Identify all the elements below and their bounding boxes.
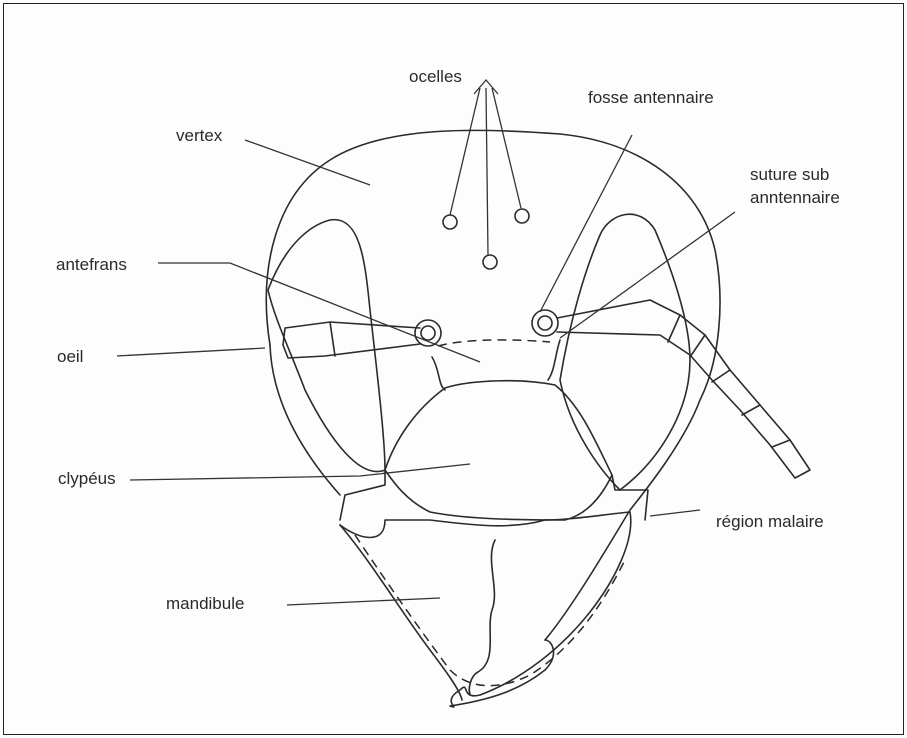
label-mandibule: mandibule [166, 594, 244, 613]
head-capsule-outline [266, 130, 720, 640]
leader-mandibule [287, 598, 440, 605]
mandible-inner-edge [469, 540, 495, 694]
mandible-left-edge [340, 525, 462, 700]
mandible-dashed [355, 535, 625, 686]
left-eye-outline [268, 220, 385, 472]
antennal-socket-left-inner [421, 326, 435, 340]
left-antenna [283, 322, 420, 358]
label-region-malaire: région malaire [716, 512, 824, 531]
frontal-dashed [438, 340, 550, 346]
label-fosse-antennaire: fosse antennaire [588, 88, 714, 107]
leader-oeil [117, 348, 265, 356]
ocellus-right [515, 209, 529, 223]
label-vertex: vertex [176, 126, 223, 145]
leader-suture [560, 212, 735, 338]
antennal-socket-right [532, 310, 558, 336]
label-suture-line1: suture sub [750, 165, 829, 184]
label-ocelles: ocelles [409, 67, 462, 86]
leader-ocelles-right [492, 88, 521, 208]
leader-ocelles-median [486, 88, 488, 255]
malar-left [340, 470, 385, 520]
right-eye-outline [560, 214, 690, 490]
right-antenna [557, 300, 810, 478]
leader-region-malaire [650, 510, 700, 516]
head-capsule-left-lower [270, 345, 340, 495]
label-clypeus: clypéus [58, 469, 116, 488]
ocellus-median [483, 255, 497, 269]
clypeus-outline [385, 381, 612, 520]
label-oeil: oeil [57, 347, 83, 366]
label-antefrans: antefrans [56, 255, 127, 274]
antennal-socket-right-inner [538, 316, 552, 330]
mandible-outline [340, 512, 631, 707]
leader-ocelles-left [450, 88, 480, 215]
label-suture-line2: anntennaire [750, 188, 840, 207]
leader-fosse-antennaire [540, 135, 632, 312]
leader-clypeus [130, 464, 470, 480]
ocellus-left [443, 215, 457, 229]
leader-antefrans [158, 263, 480, 362]
left-antenna-segment [330, 322, 335, 356]
right-antenna-segments [668, 315, 790, 447]
